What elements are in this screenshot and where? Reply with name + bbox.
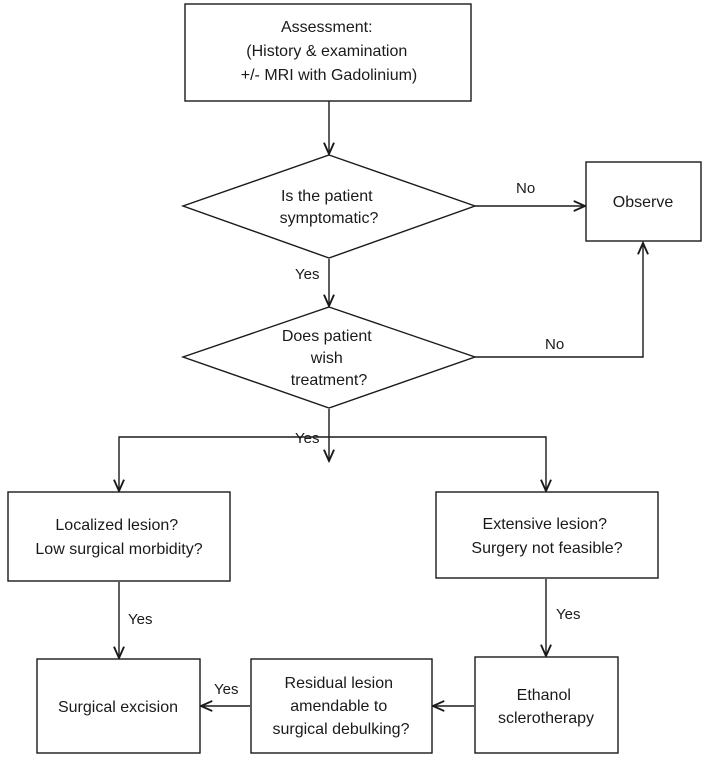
node-localized-lesion: Localized lesion? Low surgical morbidity… bbox=[7, 491, 231, 582]
label-wish-yes: Yes bbox=[295, 430, 319, 447]
edge-labels: No Yes No Yes Yes Yes Yes bbox=[128, 180, 580, 698]
node-wish-treatment-decision: Does patient wish treatment? bbox=[180, 306, 478, 409]
node-ethanol-sclerotherapy: Ethanol sclerotherapy bbox=[474, 656, 619, 754]
excision-line-1: Surgical excision bbox=[58, 699, 178, 716]
label-residual-yes: Yes bbox=[214, 681, 238, 698]
svg-text:Surgical excision: Surgical excision bbox=[58, 699, 178, 716]
observe-line-1: Observe bbox=[613, 194, 674, 211]
extensive-line-1: Extensive lesion? bbox=[483, 516, 608, 533]
residual-line-1: Residual lesion bbox=[285, 675, 394, 692]
wish-line-3: treatment? bbox=[291, 372, 368, 389]
label-symptomatic-no: No bbox=[516, 180, 535, 197]
node-observe: Observe bbox=[585, 161, 702, 242]
symptomatic-line-2: symptomatic? bbox=[280, 210, 379, 227]
label-localized-yes: Yes bbox=[128, 611, 152, 628]
ethanol-line-1: Ethanol bbox=[517, 687, 571, 704]
svg-text:Observe: Observe bbox=[613, 194, 674, 211]
svg-text:Localized lesion? Low su: Localized lesion? Low surgical morbidity… bbox=[35, 517, 202, 558]
node-assessment: Assessment: (History & examination +/- M… bbox=[184, 3, 472, 102]
assessment-line-1: Assessment: bbox=[281, 19, 373, 36]
residual-line-3: surgical debulking? bbox=[273, 721, 410, 738]
wish-line-2: wish bbox=[310, 350, 343, 367]
label-symptomatic-yes: Yes bbox=[295, 266, 319, 283]
svg-text:Does patient wish: Does patient wish treatment? bbox=[282, 328, 376, 389]
localized-line-1: Localized lesion? bbox=[55, 517, 178, 534]
node-symptomatic-decision: Is the patient symptomatic? bbox=[180, 154, 478, 259]
edge-wish-no-to-observe bbox=[475, 243, 643, 358]
ethanol-line-2: sclerotherapy bbox=[498, 710, 594, 727]
node-extensive-lesion: Extensive lesion? Surgery not feasible? bbox=[435, 491, 659, 579]
residual-line-2: amendable to bbox=[290, 698, 387, 715]
localized-line-2: Low surgical morbidity? bbox=[35, 541, 202, 558]
assessment-line-2: (History & examination bbox=[246, 43, 407, 60]
symptomatic-line-1: Is the patient bbox=[281, 188, 373, 205]
label-wish-no: No bbox=[545, 336, 564, 353]
wish-line-1: Does patient bbox=[282, 328, 372, 345]
svg-text:Residual lesion amendabl: Residual lesion amendable to surgical de… bbox=[273, 675, 410, 738]
node-residual-lesion: Residual lesion amendable to surgical de… bbox=[250, 658, 433, 754]
assessment-line-3: +/- MRI with Gadolinium) bbox=[241, 67, 418, 84]
svg-text:Assessment: (History & e: Assessment: (History & examination +/- M… bbox=[241, 19, 418, 84]
svg-text:Ethanol sclerotherapy: Ethanol sclerotherapy bbox=[498, 687, 594, 727]
svg-text:Extensive lesion? Surge: Extensive lesion? Surgery not feasible? bbox=[471, 516, 622, 557]
edges bbox=[119, 101, 643, 706]
edge-split-to-localized bbox=[119, 436, 329, 491]
node-surgical-excision: Surgical excision bbox=[36, 658, 201, 754]
extensive-line-2: Surgery not feasible? bbox=[471, 540, 622, 557]
edge-split-to-extensive bbox=[329, 436, 546, 491]
svg-text:Is the patient symptomat: Is the patient symptomatic? bbox=[280, 188, 379, 227]
label-extensive-yes: Yes bbox=[556, 606, 580, 623]
